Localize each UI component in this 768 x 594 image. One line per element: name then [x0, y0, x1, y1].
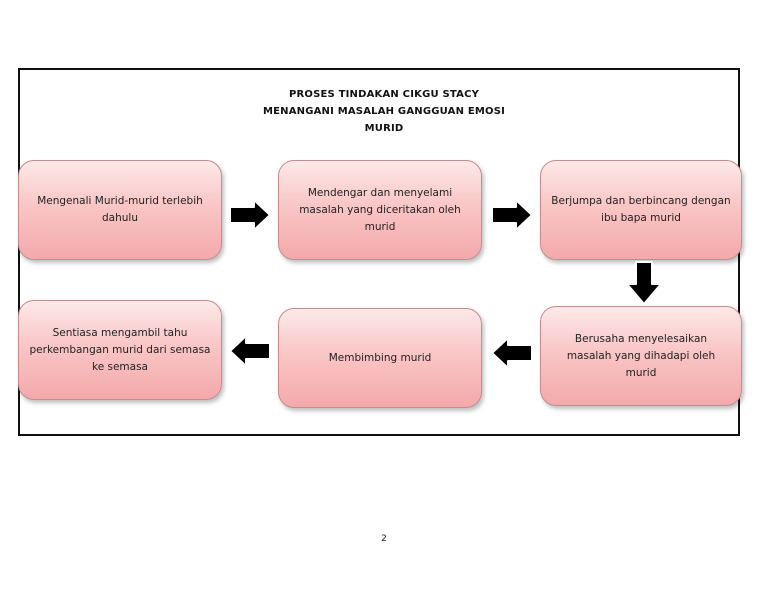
- arrow-right-icon: [491, 199, 533, 231]
- arrow-down-icon: [626, 261, 662, 305]
- step-box-2: Mendengar dan menyelami masalah yang dic…: [278, 160, 482, 260]
- step-text-5: Membimbing murid: [328, 351, 432, 364]
- step-box-3: Berjumpa dan berbincang dengan ibu bapa …: [540, 160, 742, 260]
- step-box-1: Mengenali Murid-murid terlebih dahulu: [18, 160, 222, 260]
- step-box-4: Berusaha menyelesaikan masalah yang diha…: [540, 306, 742, 406]
- diagram-title: PROSES TINDAKAN CIKGU STACY MENANGANI MA…: [0, 86, 768, 137]
- page-number: 2: [381, 534, 387, 544]
- arrow-left-icon: [229, 335, 271, 367]
- title-line-1: PROSES TINDAKAN CIKGU STACY: [288, 89, 480, 100]
- step-text-1: Mengenali Murid-murid terlebih dahulu: [37, 195, 203, 224]
- title-line-3: MURID: [364, 123, 404, 134]
- title-line-2: MENANGANI MASALAH GANGGUAN EMOSI: [262, 106, 506, 117]
- step-text-2: Mendengar dan menyelami masalah yang dic…: [299, 186, 461, 233]
- arrow-left-icon: [491, 337, 533, 369]
- step-box-6: Sentiasa mengambil tahu perkembangan mur…: [18, 300, 222, 400]
- step-text-4: Berusaha menyelesaikan masalah yang diha…: [566, 332, 716, 379]
- arrow-right-icon: [229, 199, 271, 231]
- step-text-3: Berjumpa dan berbincang dengan ibu bapa …: [551, 195, 731, 224]
- step-box-5: Membimbing murid: [278, 308, 482, 408]
- step-text-6: Sentiasa mengambil tahu perkembangan mur…: [29, 326, 211, 373]
